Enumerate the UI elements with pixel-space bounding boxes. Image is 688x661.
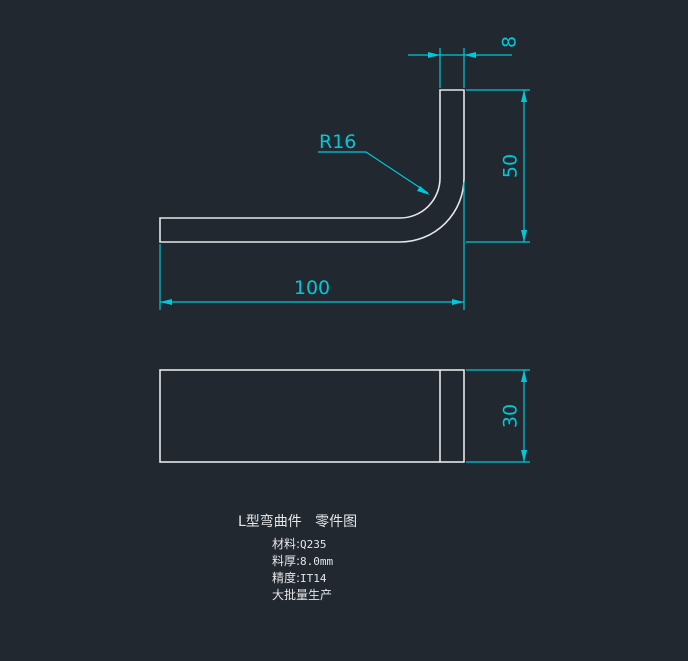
arrow-depth-top: [521, 370, 527, 382]
dim-text-height: 50: [500, 154, 522, 178]
part-outline-front: [159, 89, 465, 243]
note-precision: 精度:IT14: [272, 570, 327, 587]
note-material-label: 材料:: [272, 537, 301, 551]
drawing-title: L型弯曲件 零件图: [238, 514, 358, 530]
arrow-width-right: [464, 52, 476, 58]
dim-text-depth: 30: [500, 404, 522, 428]
arrow-radius: [417, 186, 430, 195]
dim-text-width: 8: [499, 36, 521, 48]
arrow-length-left: [160, 299, 172, 305]
note-precision-label: 精度:: [272, 571, 301, 585]
arrow-length-right: [452, 299, 464, 305]
note-thickness: 料厚:8.0mm: [272, 553, 333, 570]
arrow-width-left: [428, 52, 440, 58]
note-thickness-label: 料厚:: [272, 554, 301, 568]
radius-leader-line: [318, 151, 429, 194]
note-precision-value: IT14: [300, 572, 327, 585]
note-production: 大批量生产: [272, 588, 333, 602]
note-thickness-value: 8.0mm: [300, 555, 334, 568]
dim-text-length: 100: [294, 277, 330, 299]
note-material-value: Q235: [300, 538, 327, 551]
part-outline-side: [159, 369, 465, 463]
dim-text-radius: R16: [319, 131, 356, 153]
arrow-height-top: [521, 90, 527, 102]
arrow-height-bottom: [521, 230, 527, 242]
arrow-depth-bottom: [521, 450, 527, 462]
note-material: 材料:Q235: [272, 536, 327, 553]
